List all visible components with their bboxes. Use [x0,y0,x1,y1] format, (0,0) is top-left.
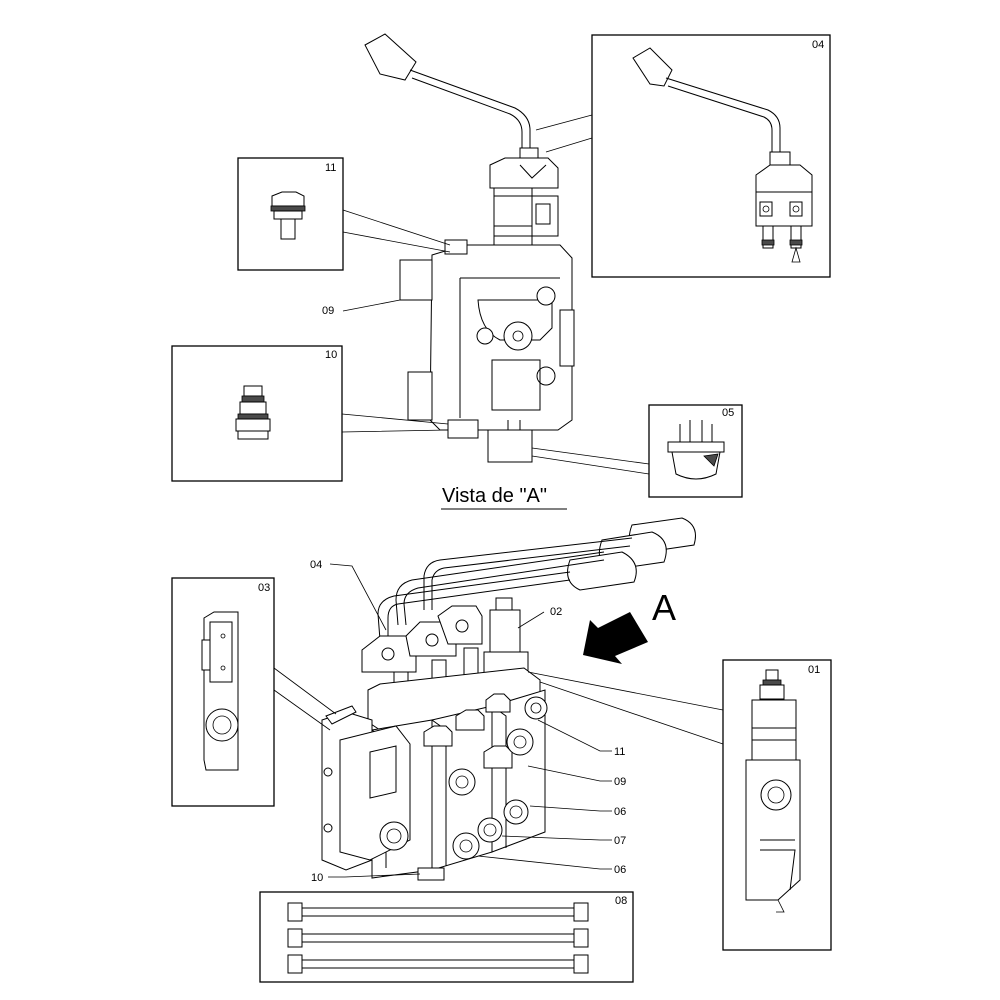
view-title: Vista de "A" [442,485,547,507]
callout-top-09: 09 [322,305,334,317]
detail-box-04-label: 04 [812,39,824,51]
detail-box-05-label: 05 [722,407,734,419]
detail-box-10: 10 [171,345,343,482]
detail-box-01-label: 01 [808,664,820,676]
detail-box-03: 03 [171,577,275,807]
callout-main-11: 11 [614,746,625,758]
valve-iso-assembly [321,517,696,881]
view-direction-arrow: A [583,587,676,664]
callout-main-10: 10 [311,872,323,884]
detail-box-04: 04 [591,34,831,278]
check-valve-detail [235,385,271,440]
detail-box-01: 01 [722,659,832,951]
detail-box-05: 05 [648,404,743,498]
tie-rods-detail [287,902,589,974]
end-cover-detail [201,611,239,771]
callout-main-07: 07 [614,835,626,847]
detail-box-10-label: 10 [325,349,337,361]
top-leader-lines [341,114,650,475]
plug-part-detail [270,191,306,240]
lever-handle-detail [632,47,813,263]
callout-main-04: 04 [310,559,322,571]
callout-main-02: 02 [550,606,562,618]
arrow-letter: A [652,587,676,628]
detail-box-08-label: 08 [615,895,627,907]
detail-box-11-label: 11 [325,162,336,174]
relief-valve-section-detail [745,669,801,913]
detail-box-08: 08 [259,891,634,983]
callout-main-06a: 06 [614,806,626,818]
main-leader-lines [273,563,724,878]
cap-part-detail [667,420,725,480]
detail-box-03-label: 03 [258,582,270,594]
callout-main-06b: 06 [614,864,626,876]
callout-main-09: 09 [614,776,626,788]
valve-side-view [364,33,575,463]
detail-box-11: 11 [237,157,344,271]
